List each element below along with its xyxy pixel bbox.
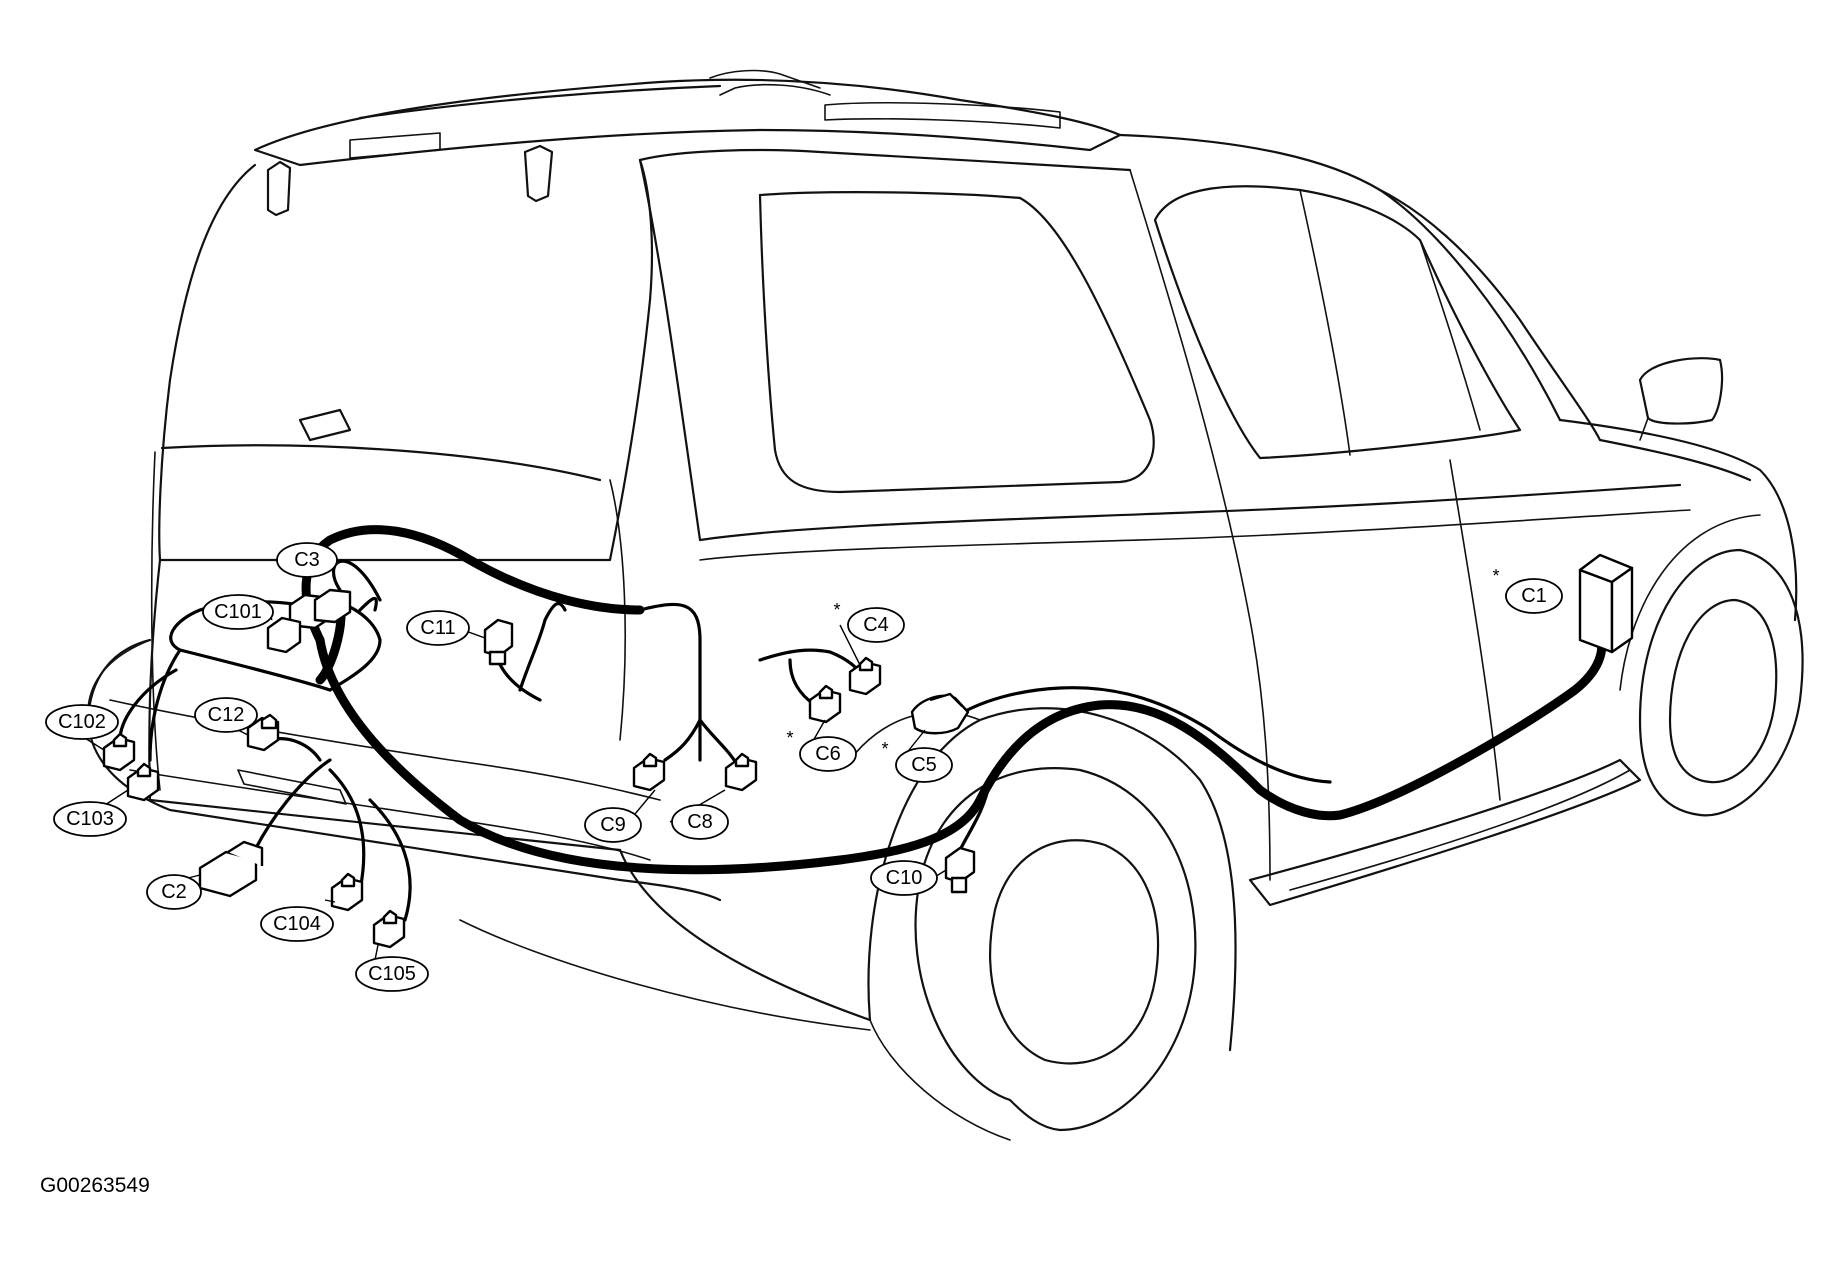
label-c103-text: C103	[66, 808, 114, 830]
label-c104-text: C104	[273, 913, 321, 935]
label-c1-text: C1	[1521, 585, 1547, 607]
label-c3-text: C3	[294, 549, 320, 571]
label-c4-text: C4	[863, 614, 889, 636]
label-c102: C102	[45, 704, 119, 740]
label-c6: * C6	[786, 728, 857, 772]
label-c5-star: *	[881, 739, 888, 759]
label-c1: * C1	[1492, 566, 1563, 614]
label-c105-text: C105	[368, 963, 416, 985]
c104-connector	[330, 872, 364, 912]
label-c10-text: C10	[886, 867, 923, 889]
c102-connector	[102, 732, 136, 772]
c6-connector	[808, 684, 842, 724]
label-c9-text: C9	[600, 814, 626, 836]
label-c101-text: C101	[214, 601, 262, 623]
label-c12: C12	[194, 697, 258, 733]
label-c102-text: C102	[58, 711, 106, 733]
c8-connector	[724, 752, 758, 792]
label-c1-star: *	[1492, 566, 1499, 586]
c103-connector	[126, 762, 160, 802]
label-c2-text: C2	[161, 881, 187, 903]
figure-id: G00263549	[40, 1174, 150, 1197]
c4-connector	[848, 656, 882, 696]
c11-connector	[483, 618, 514, 666]
label-c105: C105	[355, 956, 429, 992]
label-c2: C2	[146, 874, 202, 910]
c9-connector	[632, 752, 666, 792]
branch-wires	[118, 596, 1606, 922]
label-c10: C10	[870, 860, 938, 896]
label-c8: C8	[671, 804, 729, 840]
label-c6-star: *	[786, 728, 793, 748]
c5-connector	[910, 692, 970, 735]
label-c5-text: C5	[911, 754, 937, 776]
label-c8-text: C8	[687, 811, 713, 833]
label-c11: C11	[406, 610, 470, 646]
label-c3: C3	[276, 542, 338, 578]
label-c6-text: C6	[815, 743, 841, 765]
label-c9: C9	[584, 807, 642, 843]
label-c104: C104	[260, 906, 334, 942]
label-c4: * C4	[833, 600, 905, 643]
connector-labels: C3 C101 C11 C12 C102 C103 C2 C104	[45, 542, 1563, 992]
label-c101: C101	[202, 594, 274, 630]
label-c5: * C5	[881, 739, 953, 783]
c1-module	[1578, 553, 1634, 654]
c12-connector	[246, 713, 280, 752]
c105-connector	[372, 909, 406, 949]
label-c12-text: C12	[208, 704, 245, 726]
label-c11-text: C11	[420, 617, 455, 639]
label-c4-star: *	[833, 600, 840, 620]
c2-connector	[198, 840, 264, 898]
vehicle-outline	[86, 69, 1804, 1141]
connector-shapes	[102, 553, 1634, 949]
label-c103: C103	[53, 801, 127, 837]
c3-c101-connector	[266, 588, 352, 654]
c10-connector	[944, 846, 976, 894]
